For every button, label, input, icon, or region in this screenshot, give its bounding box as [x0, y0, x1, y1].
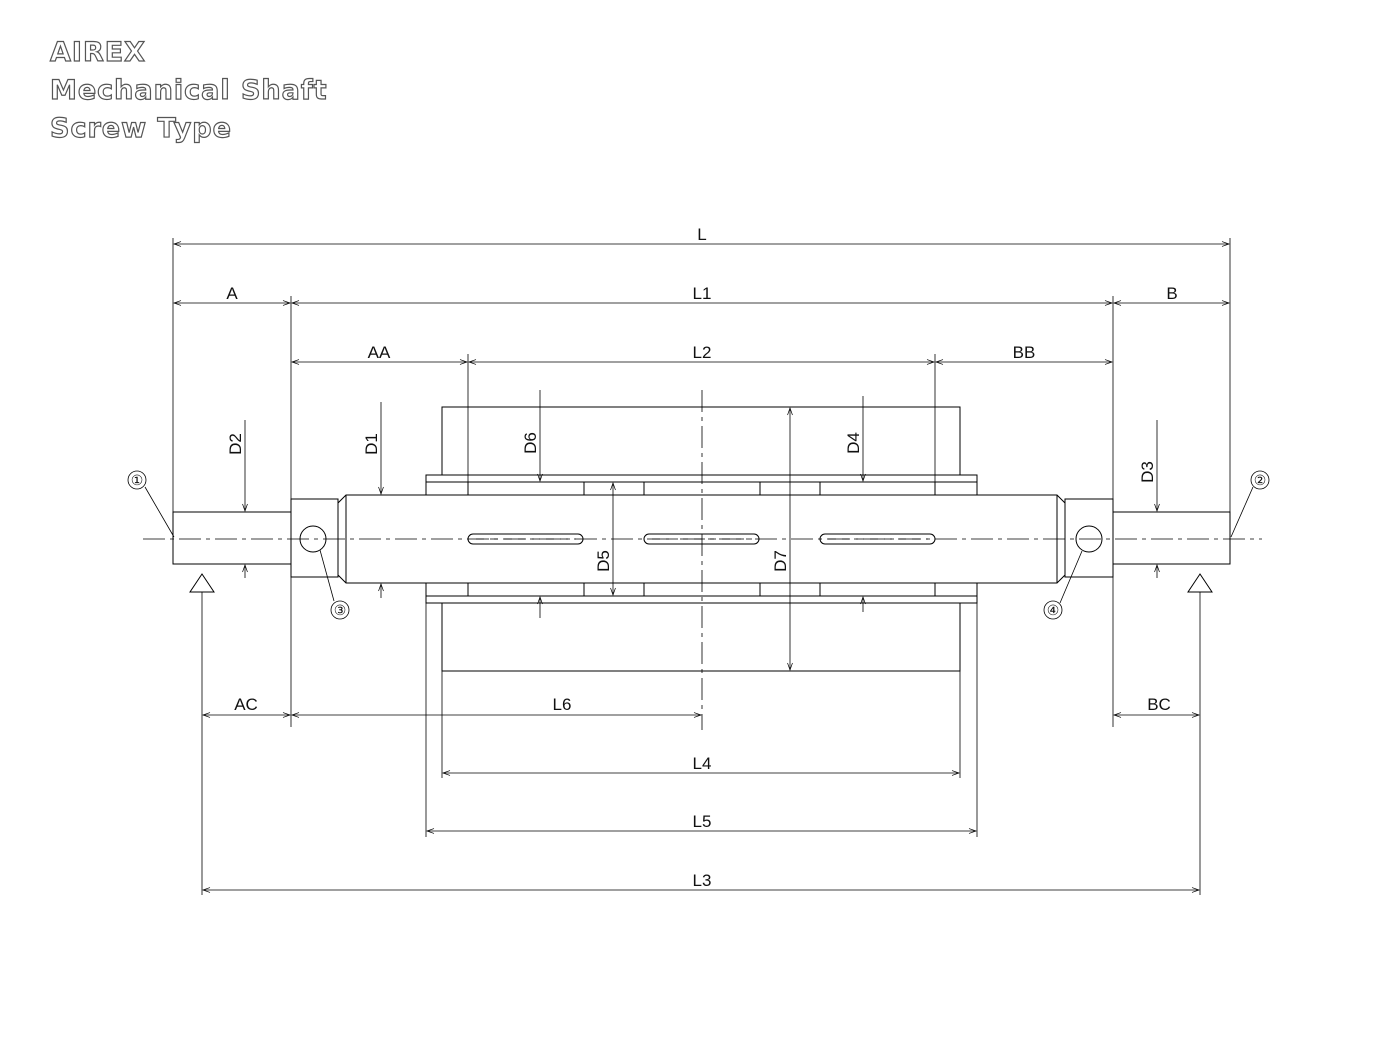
dim-A-label: A: [226, 284, 238, 303]
dim-L2-label: L2: [693, 343, 712, 362]
dim-D5-label: D5: [594, 550, 613, 572]
product-title: Mechanical Shaft: [49, 74, 328, 106]
dim-D6-label: D6: [521, 432, 540, 454]
center-lines: [143, 390, 1262, 730]
dim-L4-label: L4: [693, 754, 712, 773]
dim-D1-label: D1: [362, 433, 381, 455]
callout-1: ①: [127, 470, 147, 490]
dim-AC-label: AC: [234, 695, 258, 714]
dim-L5-label: L5: [693, 812, 712, 831]
dim-lines: [172, 241, 1231, 893]
dim-L-label: L: [697, 225, 706, 244]
callout-4: ④: [1043, 600, 1063, 620]
dim-BC-label: BC: [1147, 695, 1171, 714]
callout-2-label: ②: [1254, 472, 1267, 488]
leader-lines: [144, 486, 1254, 604]
callout-1-label: ①: [131, 472, 144, 488]
dim-AA-label: AA: [368, 343, 391, 362]
journals: [172, 511, 1231, 565]
dim-D7-label: D7: [771, 550, 790, 572]
product-type: Screw Type: [49, 112, 232, 144]
diameter-lines: [242, 390, 1160, 672]
dim-BB-label: BB: [1013, 343, 1036, 362]
dim-L1-label: L1: [693, 284, 712, 303]
dim-L3-label: L3: [693, 871, 712, 890]
callout-4-label: ④: [1047, 602, 1060, 618]
dim-D2-label: D2: [226, 433, 245, 455]
callout-3: ③: [330, 600, 350, 620]
callout-2: ②: [1250, 470, 1270, 490]
title-block: AIREX Mechanical Shaft Screw Type: [49, 34, 328, 148]
callout-3-label: ③: [334, 602, 347, 618]
dim-D4-label: D4: [844, 432, 863, 454]
dim-B-label: B: [1166, 284, 1177, 303]
extension-lines: [172, 238, 1231, 895]
dim-D3-label: D3: [1138, 461, 1157, 483]
dim-L6-label: L6: [553, 695, 572, 714]
brand-title: AIREX: [49, 36, 146, 68]
